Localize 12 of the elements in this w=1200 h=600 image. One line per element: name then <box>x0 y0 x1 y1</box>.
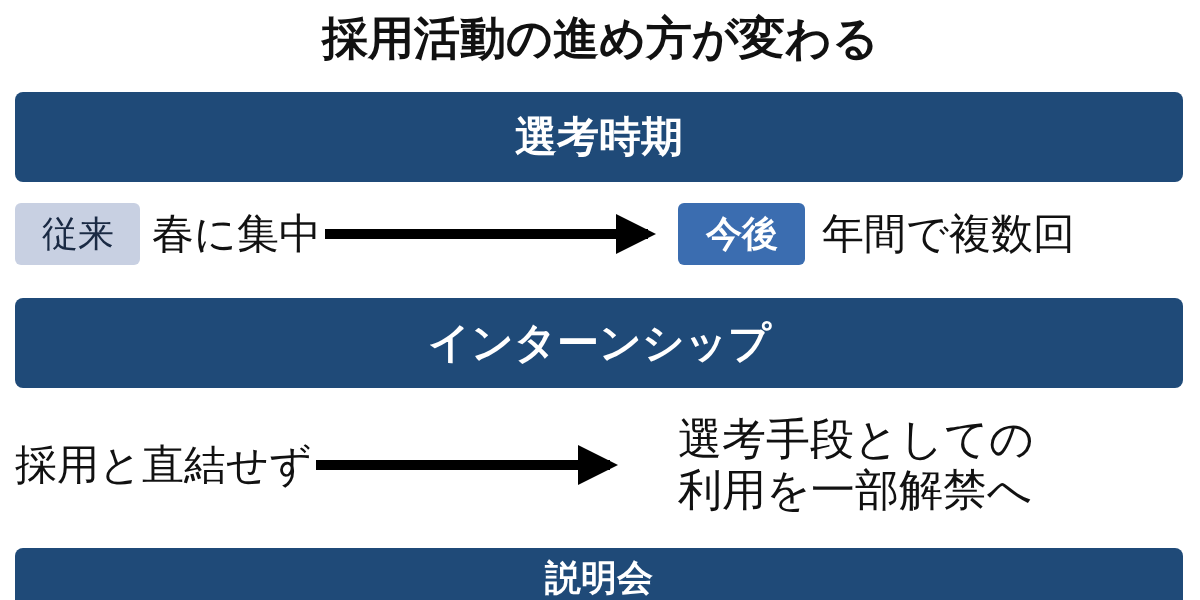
arrow <box>325 214 656 254</box>
text: 選考手段としての利用を一部解禁へ <box>640 405 1040 525</box>
text: 採用と直結せず <box>15 425 312 505</box>
tag-label: 従来 <box>15 203 140 265</box>
diagram-title: 採用活動の進め方が変わる <box>320 10 880 67</box>
tag-label: 今後 <box>678 203 805 265</box>
text: 春に集中 <box>152 203 321 265</box>
section-header-band: インターンシップ <box>15 298 1183 388</box>
section-header-band: 選考時期 <box>15 92 1183 182</box>
section-header-band: 説明会 <box>15 548 1183 600</box>
arrow <box>316 445 618 485</box>
text: 年間で複数回 <box>822 203 1162 265</box>
